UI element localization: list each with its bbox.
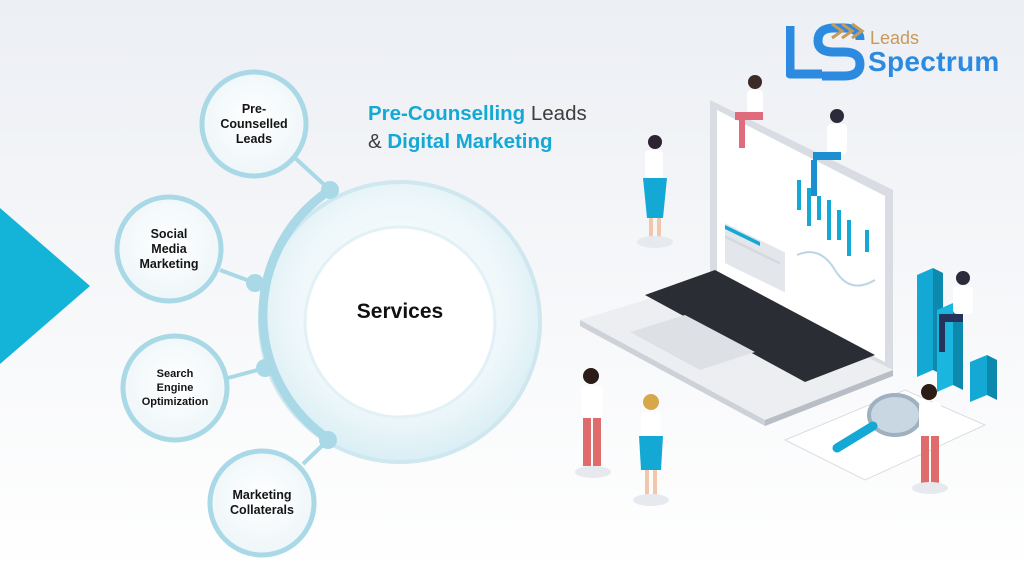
node-line: Counselled (220, 116, 288, 131)
junction-dot (321, 181, 339, 199)
node-line: Marketing (139, 256, 199, 271)
node-line: Collaterals (230, 503, 294, 517)
hub-arc (258, 185, 335, 445)
digital-marketing-illustration (575, 75, 997, 506)
headline-highlight-1: Pre-Counselling (368, 102, 526, 125)
headline-text-1: Leads (525, 102, 587, 125)
node-line: Engine (156, 382, 194, 394)
node-circle-social-media (114, 194, 224, 304)
node-collaterals: Marketing Collaterals (212, 482, 312, 524)
person-icon (575, 368, 611, 478)
headline-text-2: & (368, 130, 388, 153)
node-circle-collaterals (207, 448, 317, 558)
junction-dot (246, 274, 264, 292)
person-icon (633, 394, 669, 506)
person-icon (637, 135, 673, 248)
node-line: Pre- (241, 101, 267, 116)
decorative-triangle (0, 208, 90, 364)
node-line: Social (150, 226, 188, 241)
ls-logo-mark-icon (786, 22, 865, 81)
logo-spectrum-text: Spectrum (868, 46, 1000, 77)
node-circle-pre-counselled (199, 69, 309, 179)
leads-spectrum-logo: Leads Spectrum (786, 22, 1006, 84)
person-icon (939, 271, 973, 352)
hub-label: Services (356, 300, 444, 323)
node-line: Optimization (141, 396, 209, 408)
junction-dot (319, 431, 337, 449)
node-line: Leads (235, 131, 273, 146)
node-circle-seo (120, 333, 230, 443)
node-line: Marketing (232, 488, 292, 502)
node-line: Media (151, 241, 187, 256)
person-icon (735, 75, 763, 148)
node-seo: Search Engine Optimization (120, 362, 230, 414)
headline: Pre-Counselling Leads & Digital Marketin… (368, 100, 587, 156)
junction-dot (256, 359, 274, 377)
logo-leads-text: Leads (870, 28, 920, 48)
node-social-media: Social Media Marketing (119, 221, 219, 277)
person-icon (912, 384, 948, 494)
node-pre-counselled: Pre- Counselled Leads (204, 96, 304, 152)
person-icon (811, 109, 847, 196)
hub-inner-circle (303, 225, 497, 419)
node-line: Search (156, 368, 194, 380)
headline-highlight-2: Digital Marketing (387, 130, 553, 153)
laptop-icon (580, 100, 893, 426)
